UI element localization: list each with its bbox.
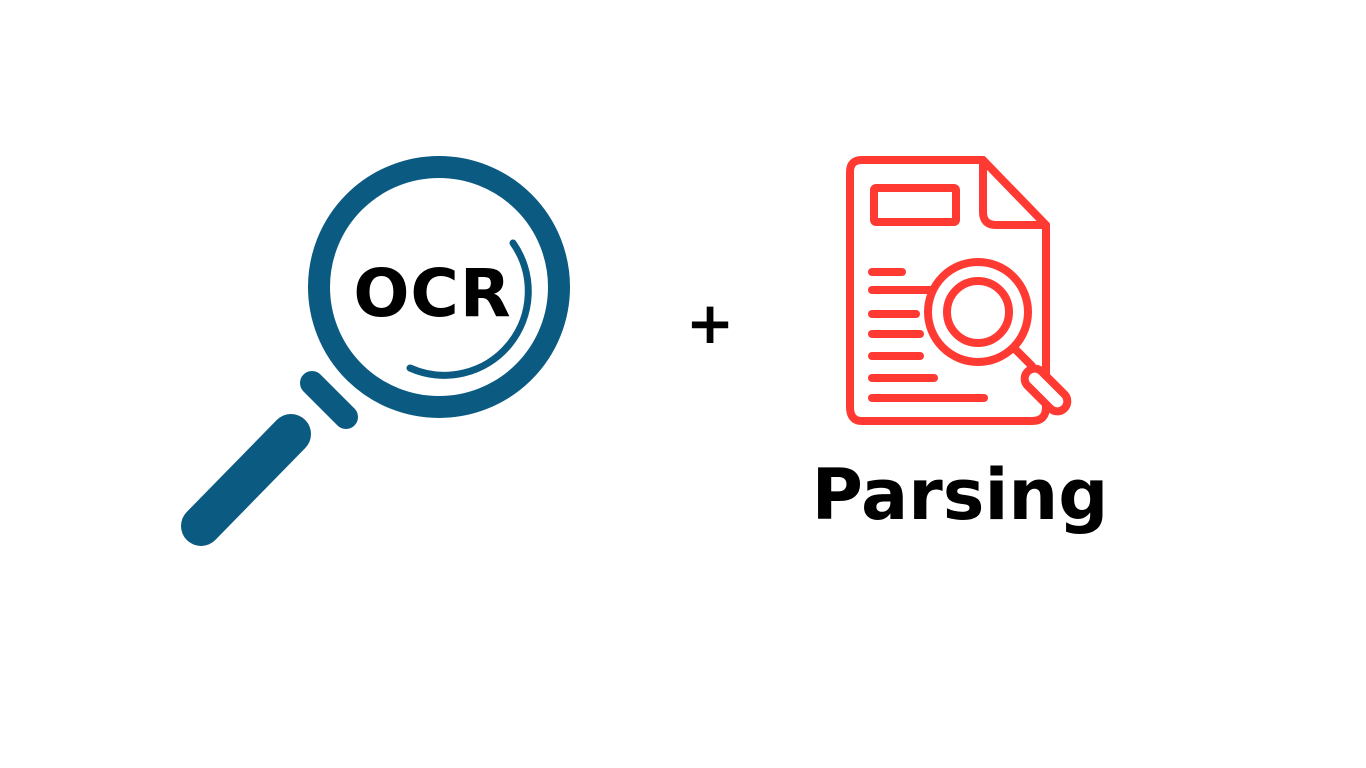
parsing-label: Parsing (811, 454, 1109, 536)
document-header-box (870, 184, 960, 226)
document-fold (979, 156, 1050, 229)
handle-collar (300, 371, 358, 429)
lens-neck (1012, 346, 1036, 370)
document-search-icon (846, 156, 1072, 425)
lens-inner (943, 277, 1013, 347)
plus-sign: + (685, 289, 735, 357)
handle-grip (181, 414, 311, 546)
magnifying-glass-icon (181, 156, 570, 546)
lens-handle (1020, 364, 1072, 416)
ocr-label: OCR (353, 255, 512, 332)
lens-glare (406, 239, 532, 379)
lens-ring (308, 156, 570, 418)
